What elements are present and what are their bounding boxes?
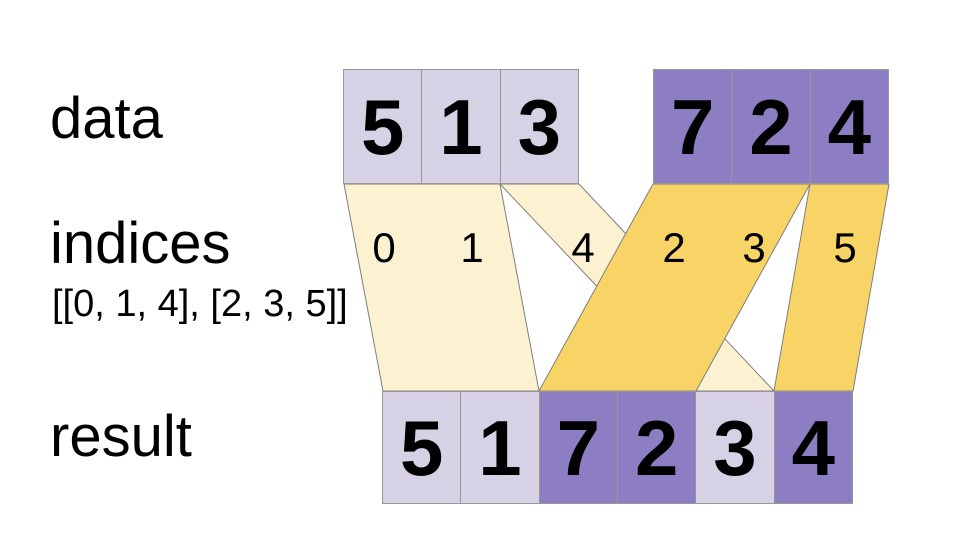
- result-cell: 5: [383, 392, 461, 503]
- index-label-5: 5: [833, 224, 857, 271]
- index-label-2: 2: [662, 224, 686, 271]
- ribbon-group1-indices-0-1: [343, 183, 540, 392]
- result-row: 5 1 7 2 3 4: [382, 391, 853, 504]
- result-cell: 4: [773, 392, 852, 503]
- indices-value-label: [[0, 1, 4], [2, 3, 5]]: [52, 283, 348, 325]
- data-group-1: 5 1 3: [343, 69, 579, 184]
- data-cell: 4: [809, 70, 888, 183]
- index-label-0: 0: [372, 224, 396, 271]
- data-group-2: 7 2 4: [653, 69, 889, 184]
- result-cell: 1: [460, 392, 539, 503]
- data-cell: 7: [670, 82, 715, 171]
- result-cell: 3: [695, 392, 774, 503]
- index-label-1: 1: [460, 224, 484, 271]
- data-cell: 2: [731, 70, 809, 183]
- data-cell: 1: [421, 70, 499, 183]
- result-cell: 7: [538, 392, 617, 503]
- result-cell: 2: [616, 392, 696, 503]
- index-label-4: 4: [571, 224, 595, 271]
- indices-label: indices: [50, 211, 231, 276]
- ribbon-group2-index-5: [773, 183, 890, 392]
- data-label: data: [50, 86, 163, 151]
- data-cell: 5: [360, 82, 405, 171]
- index-label-3: 3: [742, 224, 766, 271]
- result-label: result: [50, 404, 192, 469]
- data-cell: 3: [499, 70, 578, 183]
